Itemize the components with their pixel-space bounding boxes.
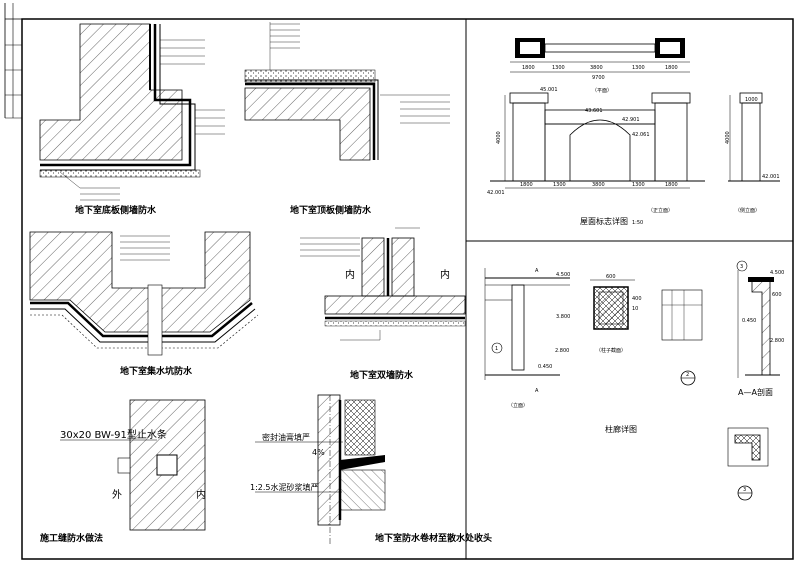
view-column-section: （柱子截面） — [596, 347, 626, 354]
callout-2: 2 — [686, 372, 689, 378]
dim-plan-total: 9700 — [592, 75, 605, 81]
level-mid1: 43.601 — [585, 108, 603, 114]
label-stop-strip: 30x20 BW-91型止水条 — [60, 428, 167, 441]
label-slope: 4% — [312, 448, 325, 457]
dim-plan-3: 3800 — [590, 65, 603, 71]
level-sec-3: 0.450 — [742, 318, 756, 324]
label-inner-left: 内 — [345, 268, 355, 281]
dim-cs-c: 10 — [632, 306, 638, 312]
callout-3: 3 — [740, 264, 743, 270]
label-mortar: 1:2.5水泥砂浆填严 — [250, 482, 319, 492]
dim-side-height: 4000 — [725, 131, 731, 144]
caption-sump-pit: 地下室集水坑防水 — [120, 365, 193, 377]
dim-height-total: 4000 — [496, 131, 502, 144]
level-mid3: 42.061 — [632, 132, 650, 138]
caption-roof-sign-scale: 1:50 — [632, 220, 643, 226]
dim-front-1: 1800 — [520, 182, 533, 188]
dim-plan-1: 1800 — [522, 65, 535, 71]
dim-front-4: 1300 — [632, 182, 645, 188]
dim-side-width: 1000 — [745, 97, 758, 103]
label-sealant: 密封油膏填严 — [262, 432, 310, 442]
caption-roof-side-wall: 地下室顶板侧墙防水 — [290, 204, 372, 216]
view-plan: （平面） — [592, 88, 612, 94]
view-front: （正立面） — [648, 207, 673, 214]
sheet-frame — [4, 3, 794, 560]
dim-cs-a: 600 — [606, 274, 616, 280]
level-top: 45.001 — [540, 87, 558, 93]
label-inner-right: 内 — [440, 268, 450, 281]
level-sec-1: 4.500 — [770, 270, 784, 276]
level-sec-4: 2.800 — [770, 338, 784, 344]
caption-construction-joint: 施工缝防水做法 — [40, 532, 103, 544]
level-base: 42.001 — [487, 190, 505, 196]
dim-front-2: 1300 — [553, 182, 566, 188]
caption-bottom-side-wall: 地下室底板侧墙防水 — [75, 204, 157, 216]
dim-plan-4: 1300 — [632, 65, 645, 71]
dim-front-5: 1800 — [665, 182, 678, 188]
level-col-1: 4.500 — [556, 272, 570, 278]
level-mid2: 42.901 — [622, 117, 640, 123]
caption-column-corridor: 柱廊详图 — [605, 424, 637, 434]
level-col-2: 3.800 — [556, 314, 570, 320]
label-inner: 内 — [196, 488, 206, 501]
level-col-4: 0.450 — [538, 364, 552, 370]
caption-membrane-end: 地下室防水卷材至散水处收头 — [375, 532, 492, 544]
section-mark-a-bottom: A — [535, 388, 539, 394]
dim-sec-width: 600 — [772, 292, 782, 298]
detail-construction-joint: 30x20 BW-91型止水条 外 内 施工缝防水做法 — [40, 399, 206, 544]
detail-membrane-end: 密封油膏填严 4% 1:2.5水泥砂浆填严 地下室防水卷材至散水处收头 — [250, 394, 492, 545]
dim-cs-b: 400 — [632, 296, 642, 302]
view-section-aa: A—A剖面 — [738, 387, 773, 397]
caption-double-wall: 地下室双墙防水 — [350, 369, 414, 381]
dim-plan-5: 1800 — [665, 65, 678, 71]
detail-bottom-side-wall: 地下室底板侧墙防水 — [39, 23, 225, 216]
callout-3b: 3 — [743, 487, 746, 493]
dim-plan-2: 1300 — [552, 65, 565, 71]
detail-double-wall: 内 内 地下室双墙防水 — [300, 227, 466, 381]
caption-roof-sign: 屋面标志详图 — [580, 216, 628, 226]
detail-roof-side-wall: 地下室顶板侧墙防水 — [244, 22, 450, 216]
view-elevation: （立面） — [508, 402, 528, 409]
section-mark-a-top: A — [535, 268, 539, 274]
view-side: （侧立面） — [735, 207, 760, 214]
detail-sump-pit: 地下室集水坑防水 — [29, 231, 259, 377]
detail-column-corridor: 1 4.500 3.800 2.800 0.450 A A （立面） 600 4… — [484, 260, 784, 501]
detail-roof-sign: 1800 1300 3800 1300 1800 9700 （平面） 45.00… — [487, 38, 780, 226]
level-col-3: 2.800 — [555, 348, 569, 354]
callout-1: 1 — [495, 346, 498, 352]
dim-front-3: 3800 — [592, 182, 605, 188]
level-side-base: 42.001 — [762, 174, 780, 180]
label-outer: 外 — [112, 489, 122, 501]
